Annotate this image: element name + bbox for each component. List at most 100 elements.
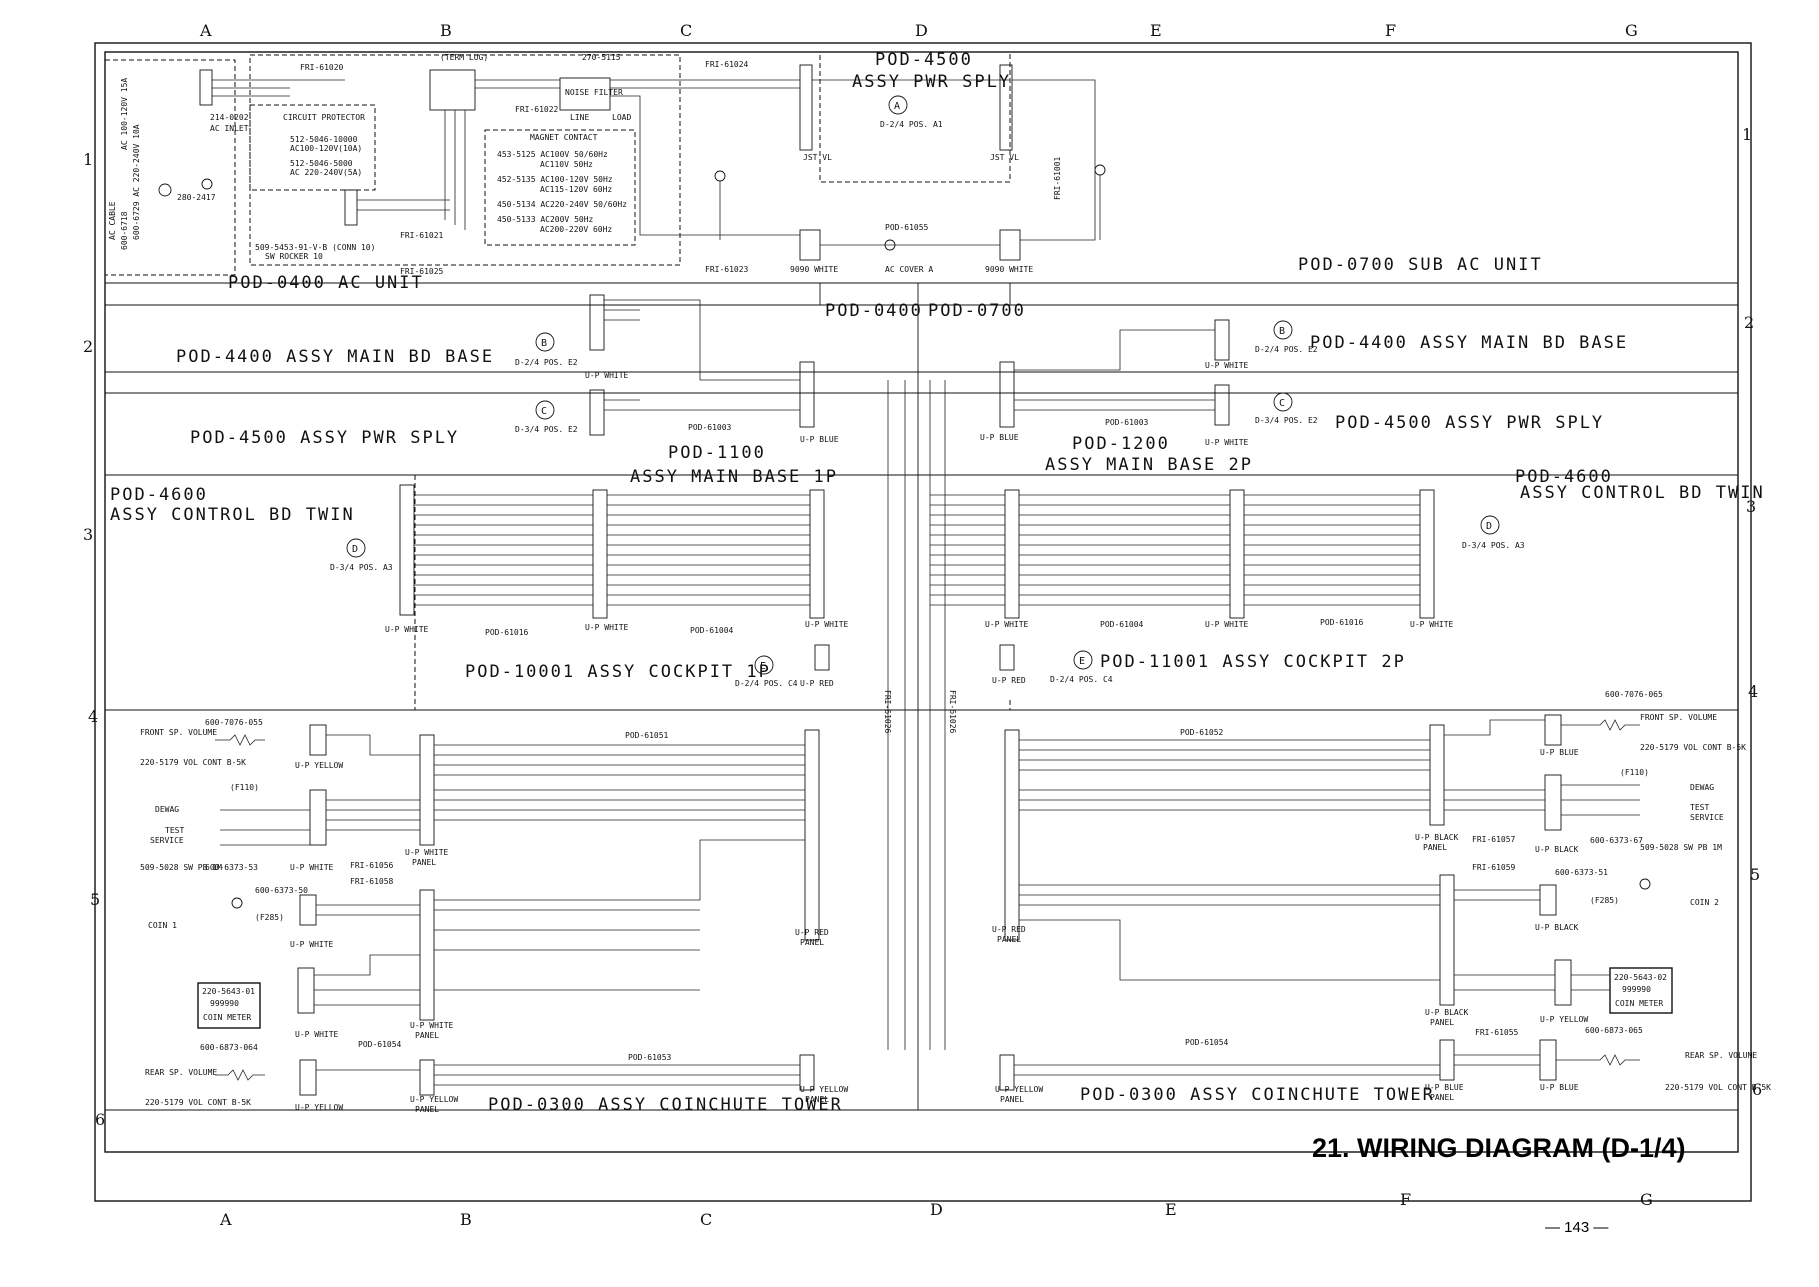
service-r: SERVICE — [1690, 813, 1724, 822]
conn-up-white-sw-l: U-P WHITE — [290, 863, 334, 872]
ref-pos-d-right: D-3/4 POS. A3 — [1462, 541, 1525, 550]
conn-up-yellow-mid-2: U-P YELLOW — [995, 1085, 1043, 1094]
service-l: SERVICE — [150, 836, 184, 845]
cp-spec-2b: AC 220-240V(5A) — [290, 168, 362, 177]
harness-ac-cover: AC COVER A — [885, 265, 933, 274]
inner-frame — [104, 51, 1739, 1153]
grid-row-5-left: 5 — [90, 890, 100, 909]
right-cockpit-labels: FRONT SP. VOLUME 600-7076-065 220-5179 V… — [1555, 690, 1771, 1092]
ref-pos-c-left: D-3/4 POS. E2 — [515, 425, 578, 434]
harness-pod-61003-l: POD-61003 — [688, 423, 732, 432]
term-lug-label: (TERM LUG) — [440, 53, 488, 62]
ac-cable-spec-2: 600-6729 AC 220-240V 10A — [132, 124, 141, 240]
circuit-protector-label: CIRCUIT PROTECTOR — [283, 113, 365, 122]
vol-cont-r: 220-5179 VOL CONT B-5K — [1640, 743, 1746, 752]
main-base-2p-title: ASSY MAIN BASE 2P — [1045, 455, 1253, 475]
conn-up-white-b: U-P WHITE — [585, 371, 629, 380]
ac-cable-spec-1: 600-6718 — [120, 211, 129, 250]
rear-sp-volume-r: REAR SP. VOLUME — [1685, 1051, 1757, 1060]
harness-fri-61023: FRI-61023 — [705, 265, 749, 274]
grid-col-g-top: G — [1625, 21, 1638, 40]
grid-rows-right: 1 2 3 4 5 6 — [1742, 125, 1762, 1099]
conn-panel-r2: PANEL — [1430, 1018, 1454, 1027]
coin-2-label: COIN 2 — [1690, 898, 1719, 907]
harness-fri-61026-l: FRI-61026 — [883, 690, 892, 734]
harness-pod-61016-l: POD-61016 — [485, 628, 529, 637]
pwr-sply-right-title: POD-4500 ASSY PWR SPLY — [1335, 413, 1604, 433]
coin-meter-r: COIN METER — [1615, 999, 1663, 1008]
lower-left-components — [197, 724, 820, 1096]
conn-up-white-d3: U-P WHITE — [805, 620, 849, 629]
harness-fri-61001: FRI-61001 — [1053, 156, 1062, 200]
ref-letter-c-left: C — [541, 406, 547, 417]
grid-col-f-bottom: F — [1400, 1190, 1411, 1209]
ac-inlet-code: 214-0202 — [210, 113, 249, 122]
grid-col-c-top: C — [680, 21, 692, 40]
harness-fri-61022: FRI-61022 — [515, 105, 559, 114]
conn-panel-l1: PANEL — [412, 858, 436, 867]
conn-up-white-meter-l: U-P WHITE — [295, 1030, 339, 1039]
vol-cont-l: 220-5179 VOL CONT B-5K — [140, 758, 246, 767]
rear-code-l: 600-6873-064 — [200, 1043, 258, 1052]
harness-pod-61004-r: POD-61004 — [1100, 620, 1144, 629]
grid-col-b-bottom: B — [460, 1210, 472, 1229]
conn-up-black-sw-r: U-P BLACK — [1535, 845, 1579, 854]
lower-right-components — [999, 714, 1673, 1091]
conn-up-red-1: U-P RED — [800, 679, 834, 688]
ref-circle-c-left — [535, 400, 555, 420]
front-sp-volume-l: FRONT SP. VOLUME — [140, 728, 217, 737]
ref-circle-b-left — [535, 332, 555, 352]
noise-filter-code: 270-5115 — [582, 53, 621, 62]
grid-row-6-right: 6 — [1752, 1080, 1762, 1099]
rear-sp-volume-l: REAR SP. VOLUME — [145, 1068, 217, 1077]
magnet-contact-label: MAGNET CONTACT — [530, 133, 598, 142]
conn-up-white-d1: U-P WHITE — [385, 625, 429, 634]
coin-code-l: 600-6373-50 — [255, 886, 308, 895]
fuse-l: (F110) — [230, 783, 259, 792]
grid-col-e-top: E — [1150, 21, 1162, 40]
grid-col-d-top: D — [915, 21, 928, 40]
conn-up-red-2: U-P RED — [992, 676, 1026, 685]
harness-pod-61051: POD-61051 — [625, 731, 669, 740]
harness-fri-61024: FRI-61024 — [705, 60, 749, 69]
conn-up-yellow-panel-l: U-P YELLOW — [410, 1095, 458, 1104]
conn-up-white-d2: U-P WHITE — [585, 623, 629, 632]
ref-pos-b-left: D-2/4 POS. E2 — [515, 358, 578, 367]
ac-cable-label: AC CABLE — [108, 201, 117, 240]
conn-panel-red-2: PANEL — [997, 935, 1021, 944]
grid-top: A B C D E F G — [199, 21, 1638, 40]
wires-middle — [414, 299, 1420, 1050]
sw-pb-r: 509-5028 SW PB 1M — [1640, 843, 1722, 852]
main-base-1p-title: ASSY MAIN BASE 1P — [630, 467, 838, 487]
control-bd-right-title: ASSY CONTROL BD TWIN — [1520, 483, 1765, 503]
harness-fri-61054: POD-61054 — [358, 1040, 402, 1049]
wires-top — [212, 79, 1101, 246]
grid-bottom: A B C D E F G — [219, 1190, 1653, 1229]
conn-up-red-panel-1: U-P RED — [795, 928, 829, 937]
grid-row-4-right: 4 — [1748, 682, 1758, 701]
harness-pod-61003-r: POD-61003 — [1105, 418, 1149, 427]
front-code-r: 600-7076-065 — [1605, 690, 1663, 699]
harness-fri-61055: FRI-61055 — [1475, 1028, 1519, 1037]
test-l: TEST — [165, 826, 184, 835]
ref-letter-e-left: E — [760, 661, 766, 672]
conn-up-yellow-rear-l: U-P YELLOW — [295, 1103, 343, 1112]
conn-up-blue-front-r: U-P BLUE — [1540, 748, 1579, 757]
grid-row-3-right: 3 — [1746, 497, 1756, 516]
ref-circle-e-left — [754, 655, 774, 675]
grid-col-c-bottom: C — [700, 1210, 712, 1229]
test-r: TEST — [1690, 803, 1709, 812]
meter-code-l: 220-5643-01 — [202, 987, 255, 996]
main-base-2p-code: POD-1200 — [1072, 434, 1170, 454]
cp-spec-2: 512-5046-5000 — [290, 159, 353, 168]
page-title: 21. WIRING DIAGRAM (D-1/4) — [1312, 1133, 1686, 1163]
coin-1-label: COIN 1 — [148, 921, 177, 930]
control-bd-left-code: POD-4600 — [110, 485, 208, 505]
mc-spec-4b: AC200-220V 60Hz — [540, 225, 612, 234]
conn-up-black-coin-r: U-P BLACK — [1535, 923, 1579, 932]
conn-panel-red-1: PANEL — [800, 938, 824, 947]
ref-letter-b-right: B — [1279, 326, 1285, 337]
conn-up-blue-1: U-P BLUE — [800, 435, 839, 444]
conn-up-white-c-right: U-P WHITE — [1205, 438, 1249, 447]
